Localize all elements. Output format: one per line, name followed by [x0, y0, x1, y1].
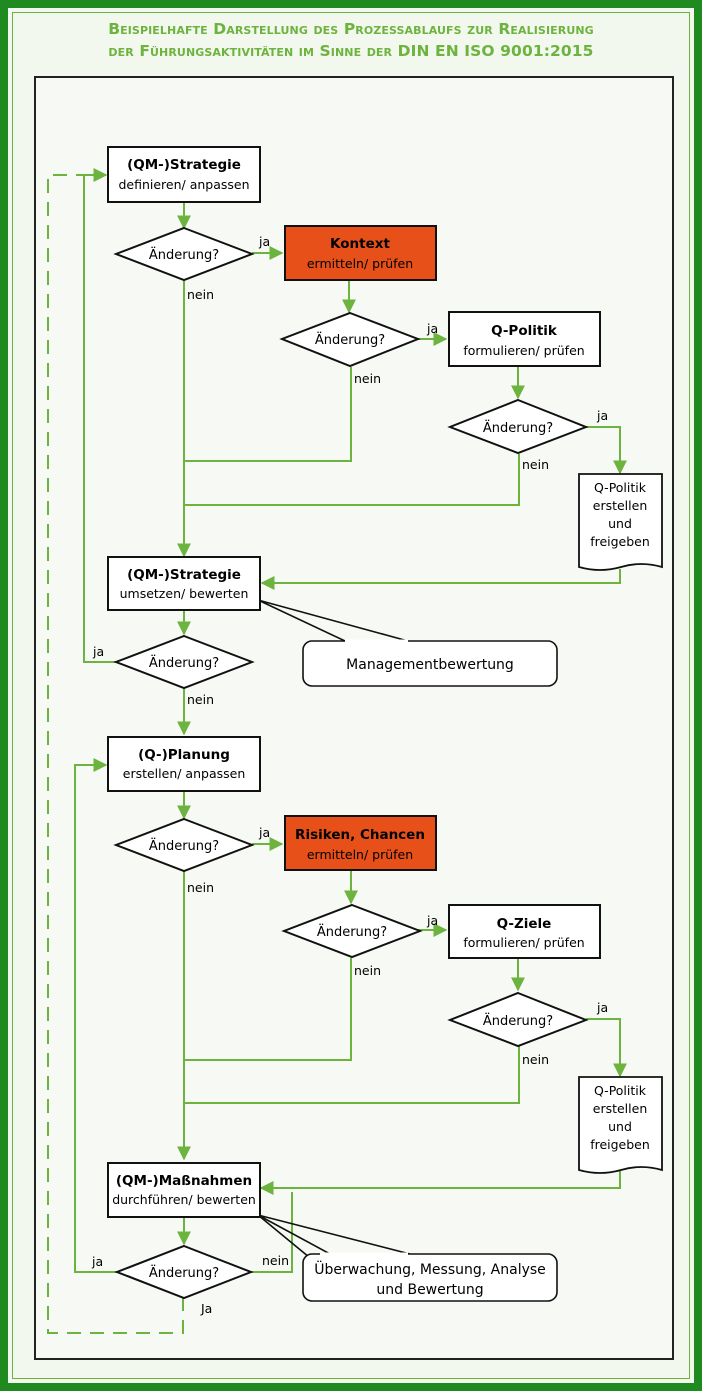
doc-line: Q-Politik	[594, 480, 647, 495]
box-risks-sub: ermitteln/ prüfen	[307, 847, 413, 862]
connectors	[47, 168, 627, 1334]
title-line-1: Beispielhafte Darstellung des Prozessabl…	[108, 20, 594, 38]
yes-label: ja	[258, 825, 270, 840]
title-line-2: der Führungsaktivitäten im Sinne der DIN…	[108, 42, 594, 60]
box-context	[284, 225, 437, 281]
callout-management-review	[302, 640, 558, 687]
document-q-policy	[578, 1076, 663, 1174]
callout-management-review-text: Managementbewertung	[346, 657, 514, 673]
decision-label: Änderung?	[317, 924, 387, 940]
box-q-objectives	[448, 904, 601, 959]
box-q-objectives-title: Q-Ziele	[497, 916, 552, 932]
dashed-loop-connector	[47, 174, 184, 1334]
decision-label: Änderung?	[149, 838, 219, 854]
box-risks-opportunities	[284, 815, 437, 871]
doc-line: freigeben	[590, 534, 650, 549]
decision-label: Änderung?	[149, 247, 219, 263]
box-q-policy-sub: formulieren/ prüfen	[463, 343, 584, 358]
box-strategy-define	[107, 146, 261, 203]
box-strategy-define-sub: definieren/ anpassen	[118, 177, 249, 192]
no-label: nein	[187, 692, 214, 707]
no-label: nein	[522, 1052, 549, 1067]
box-measures-sub: durchführen/ bewerten	[112, 1192, 256, 1207]
box-context-sub: ermitteln/ prüfen	[307, 256, 413, 271]
frame-border	[12, 12, 690, 1379]
doc-line: und	[608, 516, 632, 531]
box-strategy-define-title: (QM-)Strategie	[127, 157, 241, 173]
yes-label: ja	[91, 1254, 103, 1269]
box-strategy-implement	[107, 556, 261, 611]
decision-diamond	[447, 991, 589, 1048]
box-context-title: Kontext	[330, 236, 390, 252]
box-planning-sub: erstellen/ anpassen	[123, 766, 246, 781]
decision-label: Änderung?	[149, 1265, 219, 1281]
decision-label: Änderung?	[483, 1013, 553, 1029]
box-planning	[107, 736, 261, 792]
no-label: nein	[187, 287, 214, 302]
no-label: nein	[354, 371, 381, 386]
no-label: nein	[522, 457, 549, 472]
yes-label: ja	[596, 408, 608, 423]
decision-diamond	[113, 817, 255, 873]
yes-label-capital: Ja	[200, 1301, 212, 1316]
box-strategy-implement-title: (QM-)Strategie	[127, 567, 241, 583]
decision-diamond	[113, 634, 255, 690]
callout-monitoring	[302, 1253, 558, 1302]
page-title: Beispielhafte Darstellung des Prozessabl…	[8, 18, 694, 62]
doc-line: erstellen	[593, 1101, 648, 1116]
box-planning-title: (Q-)Planung	[138, 747, 230, 763]
decision-diamond	[113, 226, 255, 282]
decision-label: Änderung?	[315, 332, 385, 348]
decision-diamond	[114, 1244, 254, 1300]
box-q-objectives-sub: formulieren/ prüfen	[463, 935, 584, 950]
yes-label: ja	[426, 913, 438, 928]
doc-line: freigeben	[590, 1137, 650, 1152]
no-label: nein	[354, 963, 381, 978]
document-q-policy	[578, 473, 663, 571]
box-measures	[107, 1162, 261, 1218]
doc-line: und	[608, 1119, 632, 1134]
box-risks-title: Risiken, Chancen	[295, 827, 425, 843]
decision-label: Änderung?	[149, 655, 219, 671]
doc-line: erstellen	[593, 498, 648, 513]
yes-label: ja	[596, 1000, 608, 1015]
decision-diamond	[279, 311, 421, 368]
box-q-policy-title: Q-Politik	[491, 323, 558, 339]
yes-label: ja	[258, 234, 270, 249]
box-strategy-implement-sub: umsetzen/ bewerten	[120, 586, 249, 601]
no-label: nein	[262, 1253, 289, 1268]
decision-label: Änderung?	[483, 420, 553, 436]
decision-diamond	[447, 398, 589, 455]
yes-label: ja	[92, 644, 104, 659]
no-label: nein	[187, 880, 214, 895]
callout-monitoring-line-1: Überwachung, Messung, Analyse	[314, 1260, 546, 1278]
diagram-panel	[34, 76, 674, 1360]
box-q-policy	[448, 311, 601, 367]
callout-monitoring-line-2: und Bewertung	[376, 1282, 483, 1298]
yes-label: ja	[426, 321, 438, 336]
doc-line: Q-Politik	[594, 1083, 647, 1098]
decision-diamond	[281, 903, 423, 959]
box-measures-title: (QM-)Maßnahmen	[116, 1173, 252, 1189]
